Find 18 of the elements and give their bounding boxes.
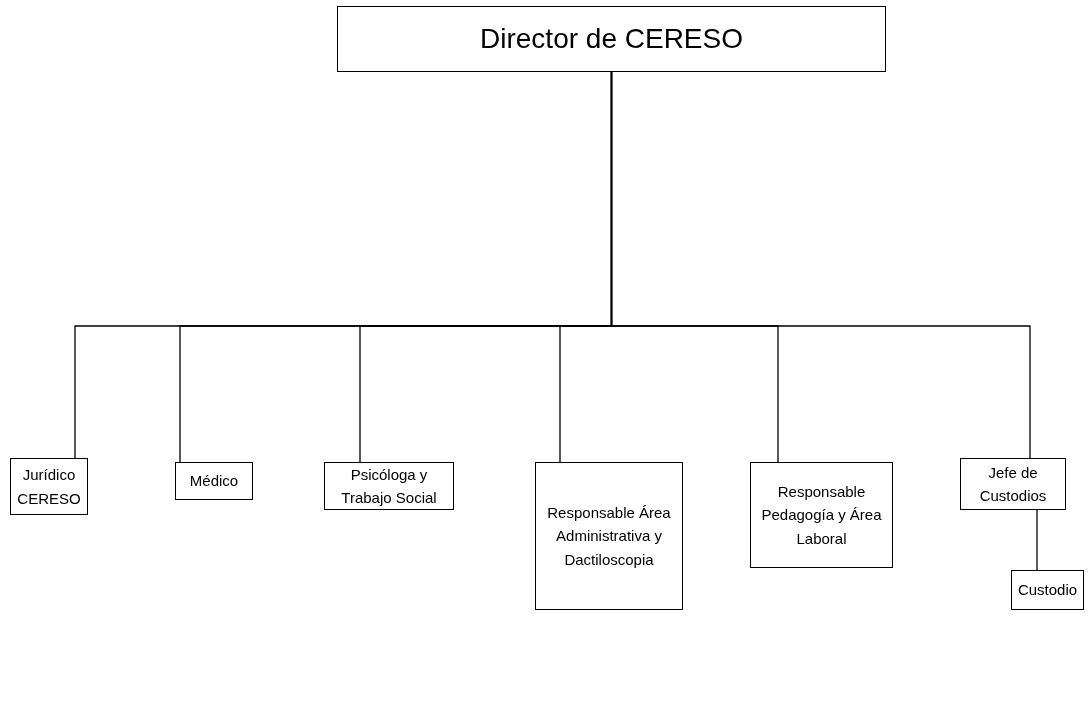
box-label: Médico: [189, 471, 239, 492]
box-label: Custodio: [1017, 580, 1078, 601]
org-box: [175, 462, 253, 500]
connector-line: [1036, 509, 1038, 571]
box-label: Jurídico CERESO: [16, 465, 82, 509]
org-box: [1011, 570, 1084, 610]
org-box: [337, 6, 886, 72]
org-box: [10, 458, 88, 515]
org-box: [324, 462, 454, 510]
box-label: Responsable Pedagogía y Área Laboral: [760, 482, 883, 549]
org-box: [535, 462, 683, 610]
box-label: Jefe de Custodios: [978, 462, 1048, 506]
org-box: [960, 458, 1066, 510]
box-label: Director de CERESO: [480, 22, 743, 56]
connector-line: [610, 71, 1031, 459]
org-box: [750, 462, 893, 568]
box-label: Responsable Área Administrativa y Dactiloscopia: [546, 503, 672, 570]
box-label: Psicóloga y Trabajo Social: [340, 464, 438, 508]
